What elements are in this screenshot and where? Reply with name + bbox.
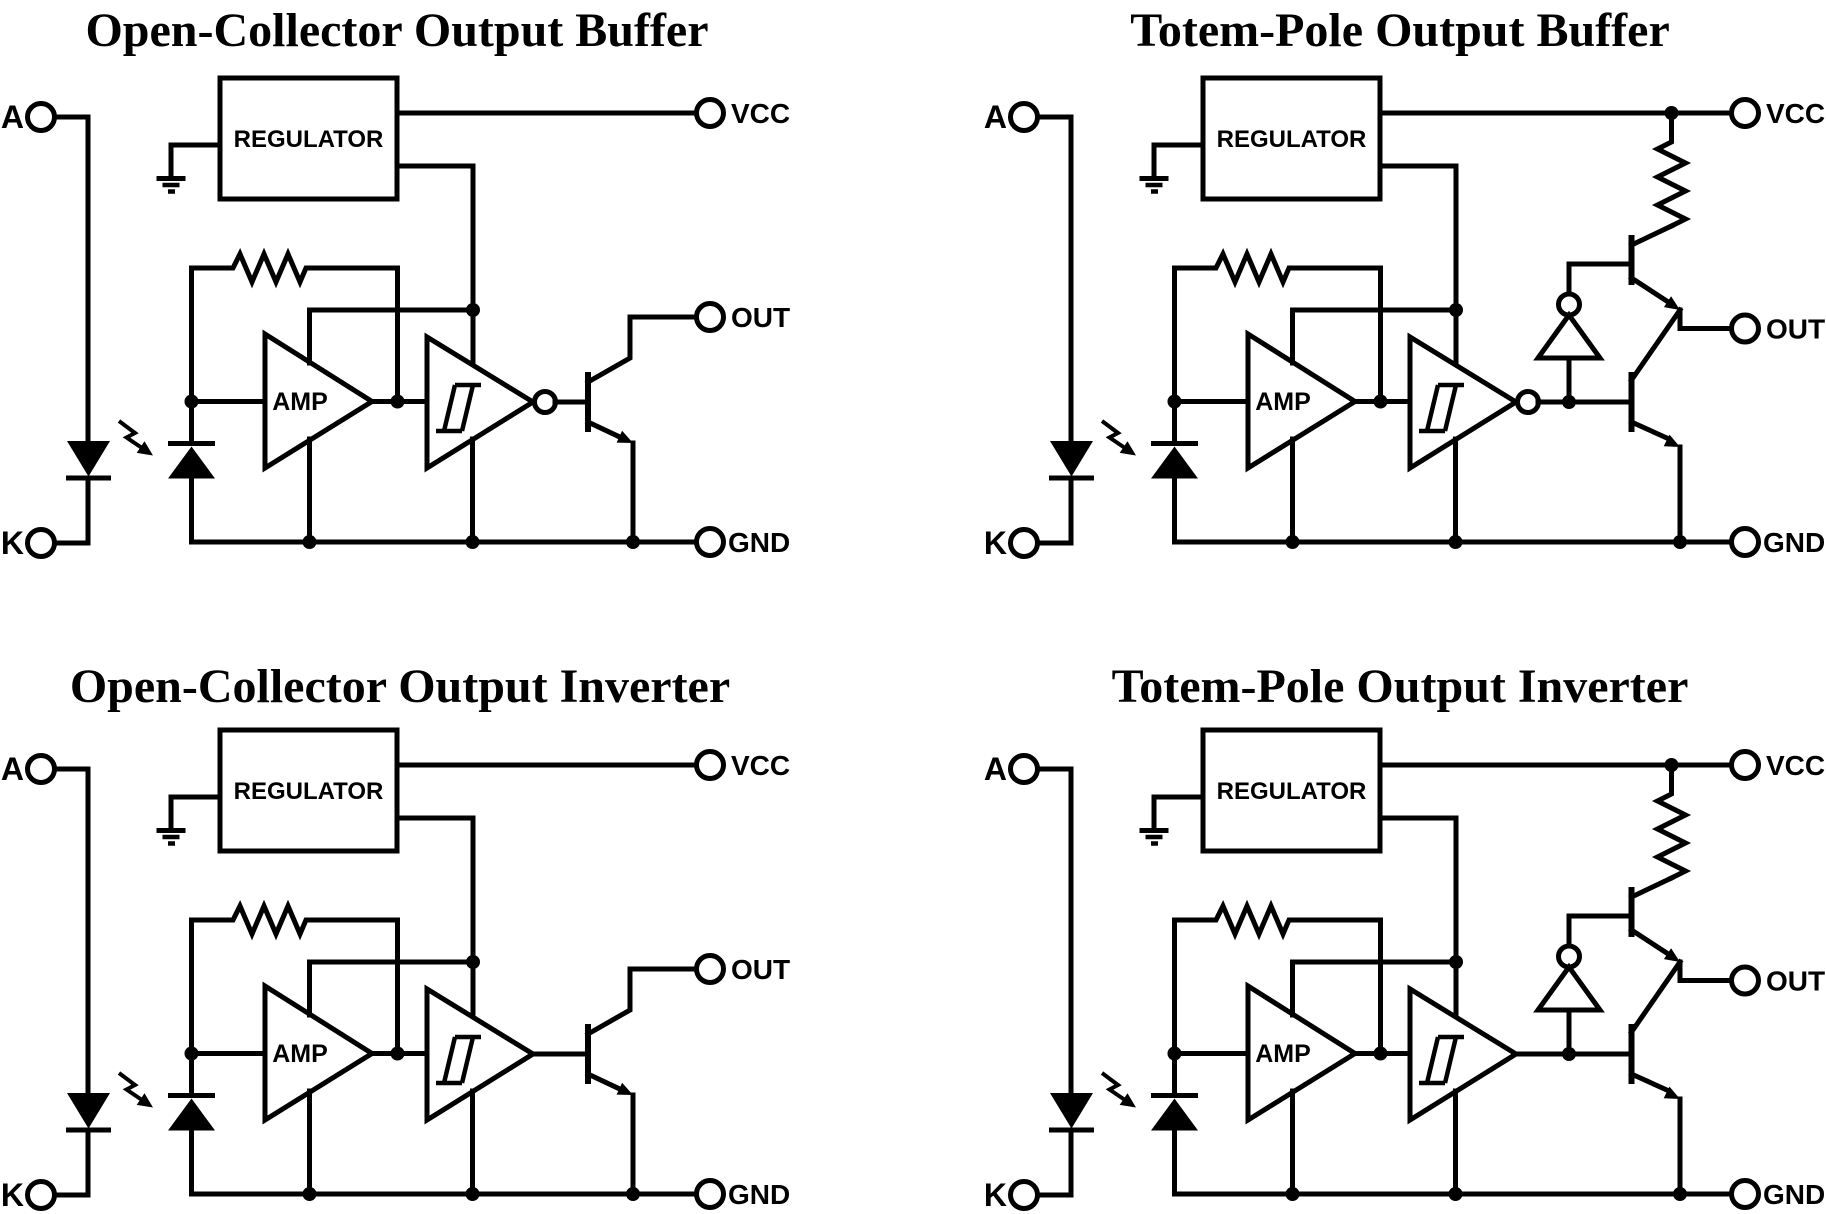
regulator-label: REGULATOR bbox=[234, 126, 384, 153]
diagram-title: Totem-Pole Output Buffer bbox=[1130, 4, 1670, 57]
cathode-label: K bbox=[984, 525, 1007, 561]
out-label: OUT bbox=[1766, 314, 1825, 345]
cathode-label: K bbox=[1, 1177, 24, 1213]
anode-label: A bbox=[984, 751, 1007, 787]
diagram-totem-pole-output-inverter: Totem-Pole Output Inverter A K REGULATOR… bbox=[984, 660, 1825, 1213]
regulator-label: REGULATOR bbox=[234, 778, 384, 805]
diagram-open-collector-output-buffer: Open-Collector Output Buffer A K REGULAT… bbox=[1, 4, 790, 561]
gnd-label: GND bbox=[728, 1179, 790, 1210]
diagram-open-collector-output-inverter: Open-Collector Output Inverter A K REGUL… bbox=[1, 660, 790, 1213]
vcc-label: VCC bbox=[731, 98, 790, 129]
out-label: OUT bbox=[1766, 966, 1825, 997]
diagram-title: Open-Collector Output Inverter bbox=[70, 660, 730, 713]
vcc-label: VCC bbox=[1766, 98, 1825, 129]
out-label: OUT bbox=[731, 302, 790, 333]
schmitt-output-bubble bbox=[1515, 389, 1541, 415]
diagram-totem-pole-output-buffer: Totem-Pole Output Buffer A K REGULATOR A… bbox=[984, 4, 1825, 561]
amp-label: AMP bbox=[1255, 1040, 1311, 1068]
gnd-label: GND bbox=[1763, 527, 1825, 558]
regulator-label: REGULATOR bbox=[1217, 126, 1367, 153]
diagram-title: Totem-Pole Output Inverter bbox=[1112, 660, 1689, 713]
anode-label: A bbox=[1, 751, 24, 787]
vcc-label: VCC bbox=[731, 750, 790, 781]
gnd-label: GND bbox=[1763, 1179, 1825, 1210]
vcc-label: VCC bbox=[1766, 750, 1825, 781]
amp-label: AMP bbox=[1255, 388, 1311, 416]
gnd-label: GND bbox=[728, 527, 790, 558]
regulator-label: REGULATOR bbox=[1217, 778, 1367, 805]
anode-label: A bbox=[984, 99, 1007, 135]
amp-label: AMP bbox=[272, 1040, 328, 1068]
amp-label: AMP bbox=[272, 388, 328, 416]
out-label: OUT bbox=[731, 954, 790, 985]
diagram-title: Open-Collector Output Buffer bbox=[85, 4, 708, 57]
cathode-label: K bbox=[984, 1177, 1007, 1213]
cathode-label: K bbox=[1, 525, 24, 561]
schmitt-output-bubble bbox=[532, 389, 558, 415]
anode-label: A bbox=[1, 99, 24, 135]
